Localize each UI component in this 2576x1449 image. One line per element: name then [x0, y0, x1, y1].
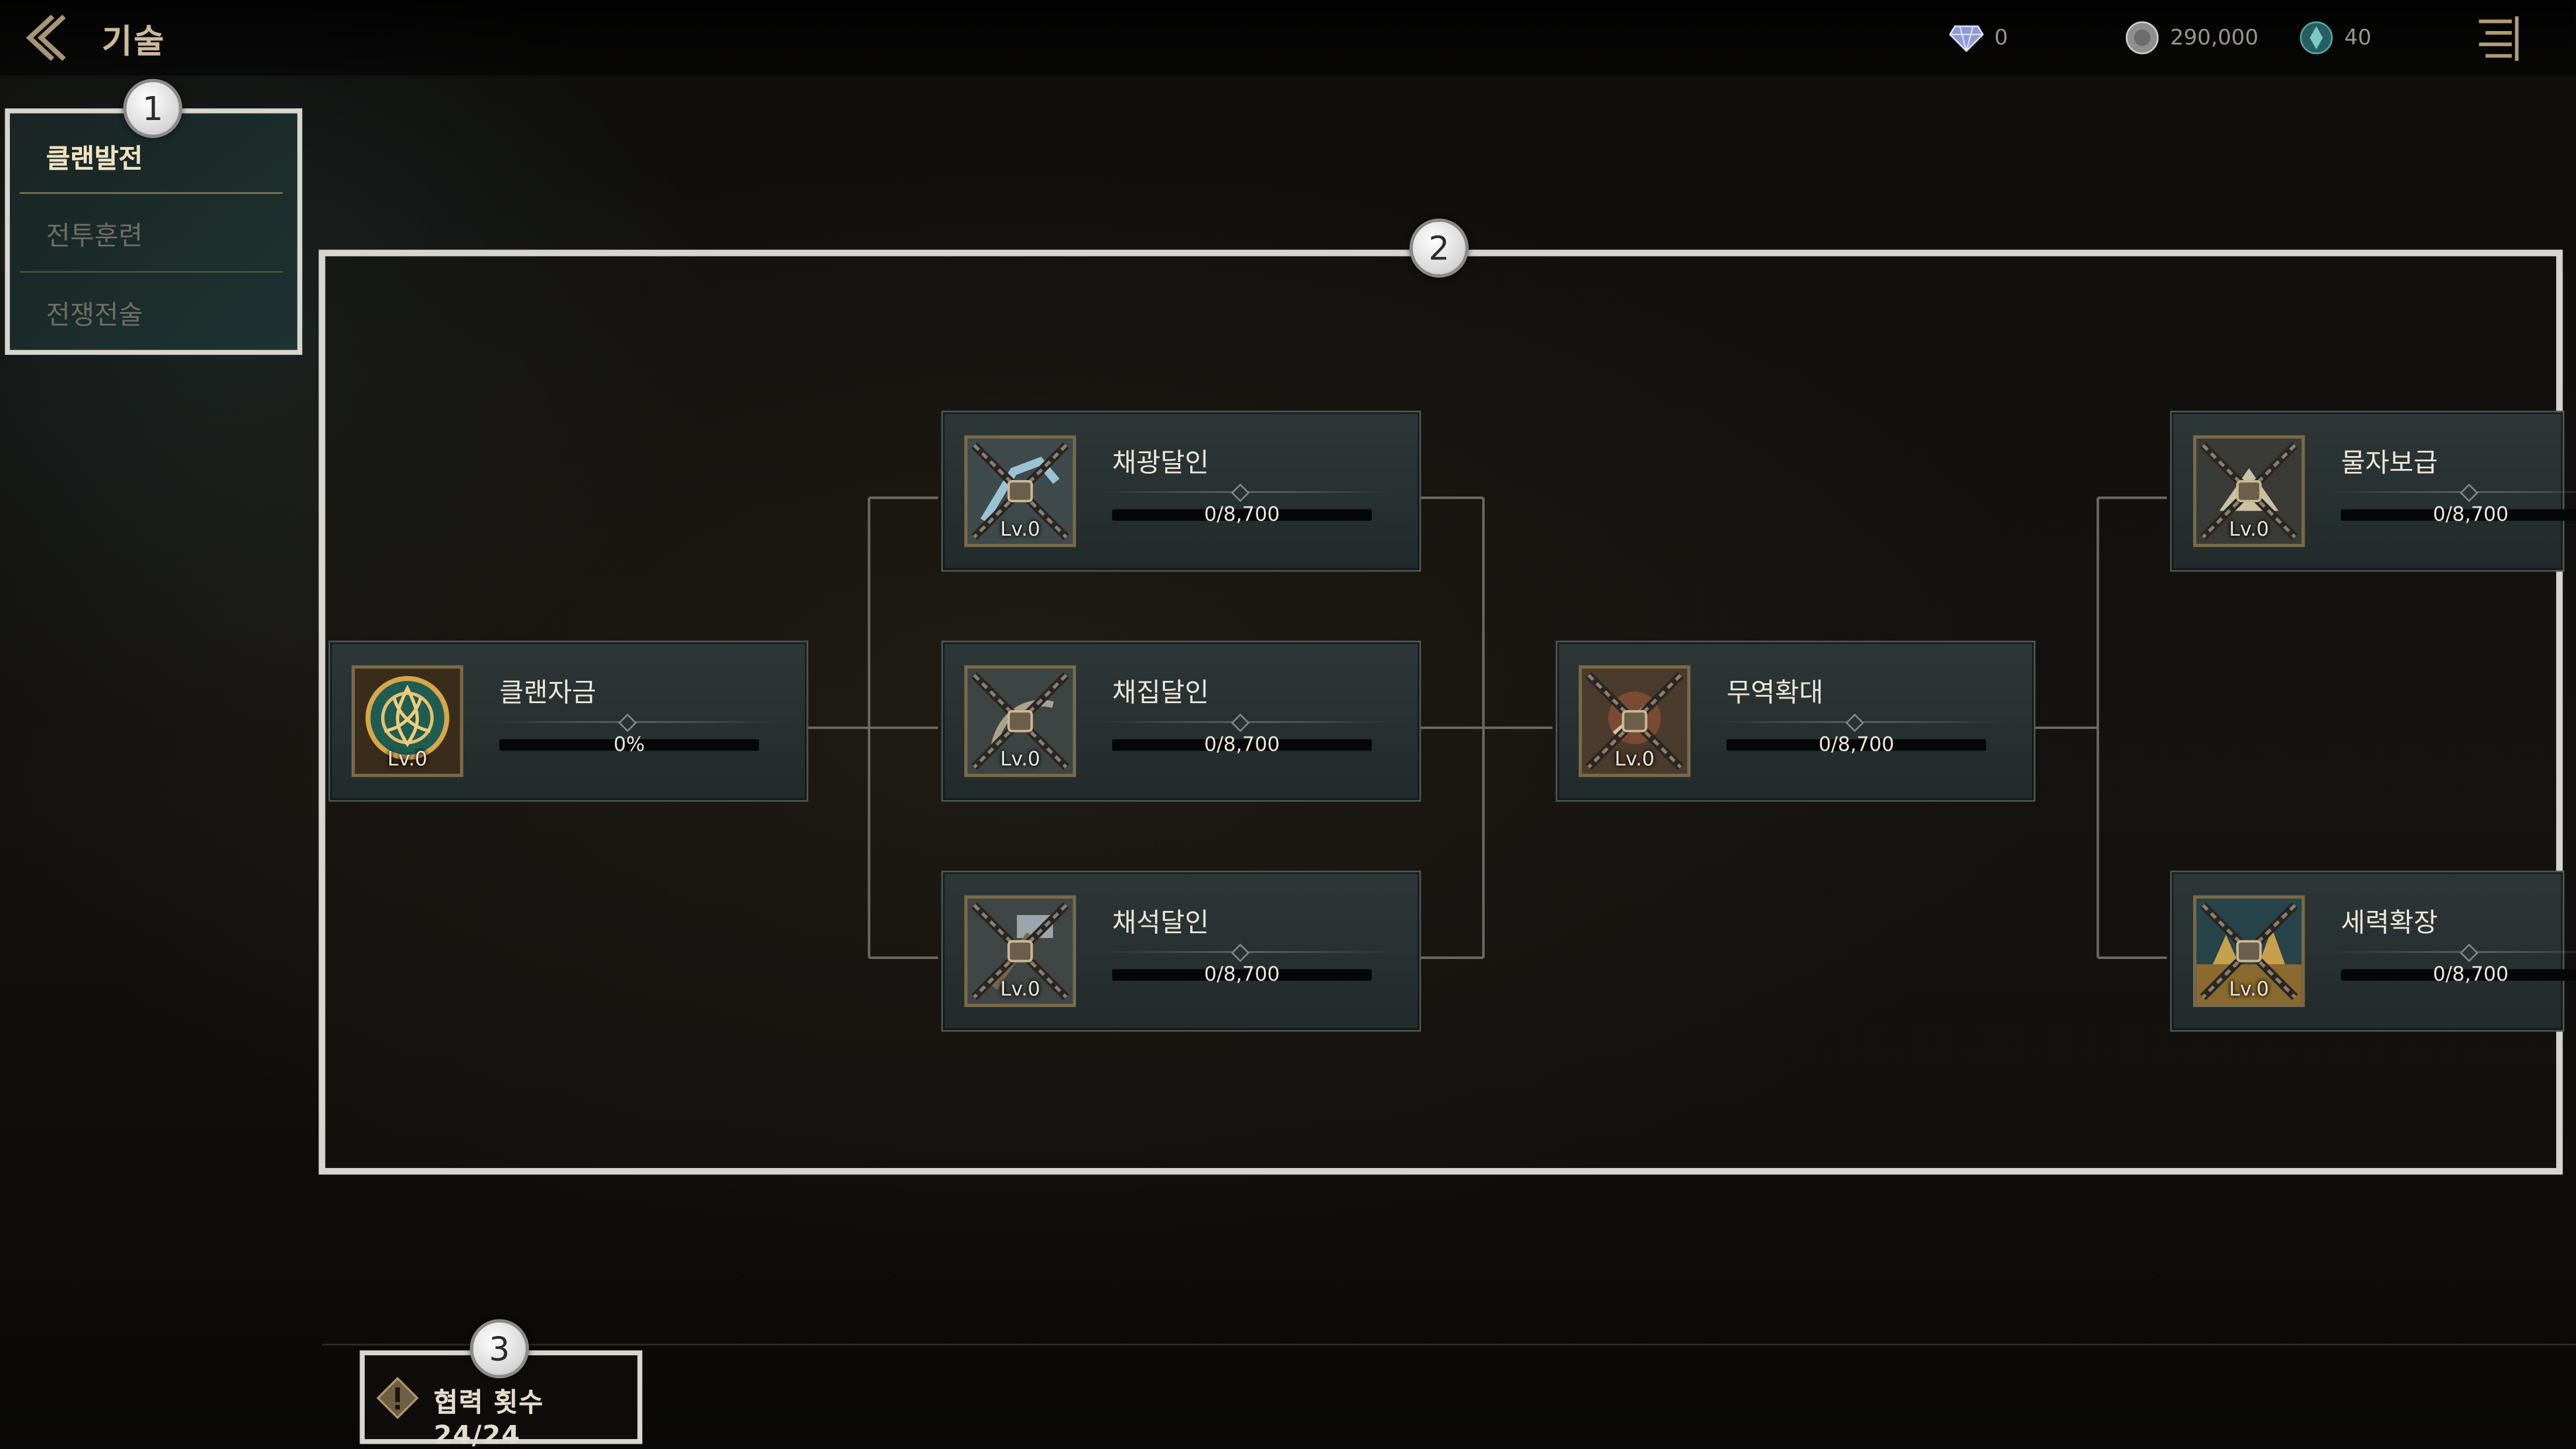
progress-bar — [2341, 969, 2576, 981]
skill-node-clan-fund[interactable]: Lv.0 클랜자금 0% — [328, 640, 809, 802]
skill-node-quarry-master[interactable]: Lv.0 채석달인 0/8,700 — [941, 871, 1421, 1032]
node-level: Lv.0 — [1000, 977, 1040, 1001]
nav-item-label: 클랜발전 — [46, 143, 143, 174]
node-name: 채광달인 — [1112, 447, 1209, 478]
progress-bar — [499, 739, 759, 751]
skill-node-supply[interactable]: Lv.0 물자보급 0/8,700 — [2170, 410, 2576, 572]
tree-connectors — [801, 496, 2167, 960]
menu-icon — [2479, 16, 2519, 61]
locked-supply-icon: Lv.0 — [2193, 435, 2305, 547]
diamond-ornament-icon — [618, 713, 637, 732]
callout-badge-3: 3 — [470, 1319, 529, 1379]
node-name: 채집달인 — [1112, 677, 1209, 708]
progress-bar — [2341, 509, 2576, 521]
node-level: Lv.0 — [1614, 747, 1655, 771]
locked-trade-icon: Lv.0 — [1578, 665, 1691, 777]
gem-icon — [1948, 25, 1984, 52]
progress-bar — [1112, 739, 1372, 751]
nav-item-war-tactics[interactable]: 전쟁전술 — [10, 273, 297, 352]
progress-bar — [1727, 739, 1986, 751]
progress-text: 0% — [613, 732, 645, 756]
node-level: Lv.0 — [387, 747, 427, 771]
skill-node-territory-expansion[interactable]: Lv.0 세력확장 0/8,700 — [2170, 871, 2576, 1032]
progress-bar — [1112, 969, 1372, 981]
nav-item-clan-development[interactable]: 클랜발전 — [10, 117, 297, 196]
silver-count: 290,000 — [2170, 25, 2259, 50]
node-name: 물자보급 — [2341, 447, 2438, 478]
node-level: Lv.0 — [2229, 977, 2269, 1001]
node-level: Lv.0 — [1000, 747, 1040, 771]
locked-sickle-icon: Lv.0 — [964, 665, 1076, 777]
progress-text: 0/8,700 — [1204, 732, 1280, 756]
silver-coin-icon — [2125, 21, 2159, 54]
progress-text: 0/8,700 — [1204, 502, 1280, 526]
nav-item-combat-training[interactable]: 전투훈련 — [10, 194, 297, 273]
callout-badge-1: 1 — [123, 78, 183, 138]
skill-tree-panel: Lv.0 클랜자금 0% Lv.0 채광달인 — [318, 249, 2576, 1175]
skill-node-trade-expansion[interactable]: Lv.0 무역확대 0/8,700 — [1556, 640, 2036, 802]
diamond-ornament-icon — [1231, 713, 1250, 732]
menu-button[interactable] — [2472, 10, 2525, 66]
currency-gem: 0 — [1948, 20, 2008, 56]
node-name: 클랜자금 — [499, 677, 597, 708]
node-divider — [2328, 951, 2576, 953]
bottom-divider — [321, 1344, 2576, 1346]
currency-silver: 290,000 — [2124, 20, 2259, 56]
clan-coin-count: 40 — [2344, 25, 2372, 50]
back-chevron-icon — [26, 14, 66, 61]
progress-bar — [1112, 509, 1372, 521]
category-nav: 클랜발전 전투훈련 전쟁전술 — [5, 108, 303, 355]
progress-text: 0/8,700 — [1204, 962, 1280, 986]
node-name: 세력확장 — [2341, 906, 2438, 938]
currency-clan-coin: 40 — [2298, 20, 2372, 56]
progress-text: 0/8,700 — [2433, 962, 2509, 986]
node-level: Lv.0 — [2229, 517, 2269, 541]
diamond-ornament-icon — [1231, 943, 1250, 962]
locked-pickaxe-icon: Lv.0 — [964, 435, 1076, 547]
diamond-ornament-icon — [2459, 943, 2479, 962]
node-name: 채석달인 — [1112, 906, 1209, 938]
warning-icon — [376, 1376, 419, 1419]
clan-coin-icon — [2300, 21, 2333, 54]
progress-text: 0/8,700 — [1818, 732, 1895, 756]
node-divider — [2328, 491, 2576, 493]
cooperation-count-label: 협력 횟수 24/24 — [433, 1386, 544, 1449]
locked-territory-icon: Lv.0 — [2193, 895, 2305, 1008]
skill-node-gathering-master[interactable]: Lv.0 채집달인 0/8,700 — [941, 640, 1421, 802]
nav-item-label: 전쟁전술 — [46, 299, 143, 331]
node-level: Lv.0 — [1000, 517, 1040, 541]
nav-item-label: 전투훈련 — [46, 220, 143, 252]
top-bar: 기술 0 290,000 40 — [0, 0, 2576, 76]
skill-node-mining-master[interactable]: Lv.0 채광달인 0/8,700 — [941, 410, 1421, 572]
progress-text: 0/8,700 — [2433, 502, 2509, 526]
nav-divider — [19, 192, 283, 194]
diamond-ornament-icon — [2459, 483, 2479, 502]
diamond-ornament-icon — [1231, 483, 1250, 502]
gem-count: 0 — [1994, 25, 2008, 50]
nav-divider — [19, 270, 283, 273]
callout-badge-2: 2 — [1409, 218, 1469, 278]
node-name: 무역확대 — [1727, 677, 1824, 708]
page-title: 기술 — [101, 21, 166, 61]
clan-emblem-icon: Lv.0 — [351, 665, 464, 777]
back-button[interactable] — [16, 10, 76, 66]
locked-hammer-icon: Lv.0 — [964, 895, 1076, 1008]
diamond-ornament-icon — [1845, 713, 1864, 732]
